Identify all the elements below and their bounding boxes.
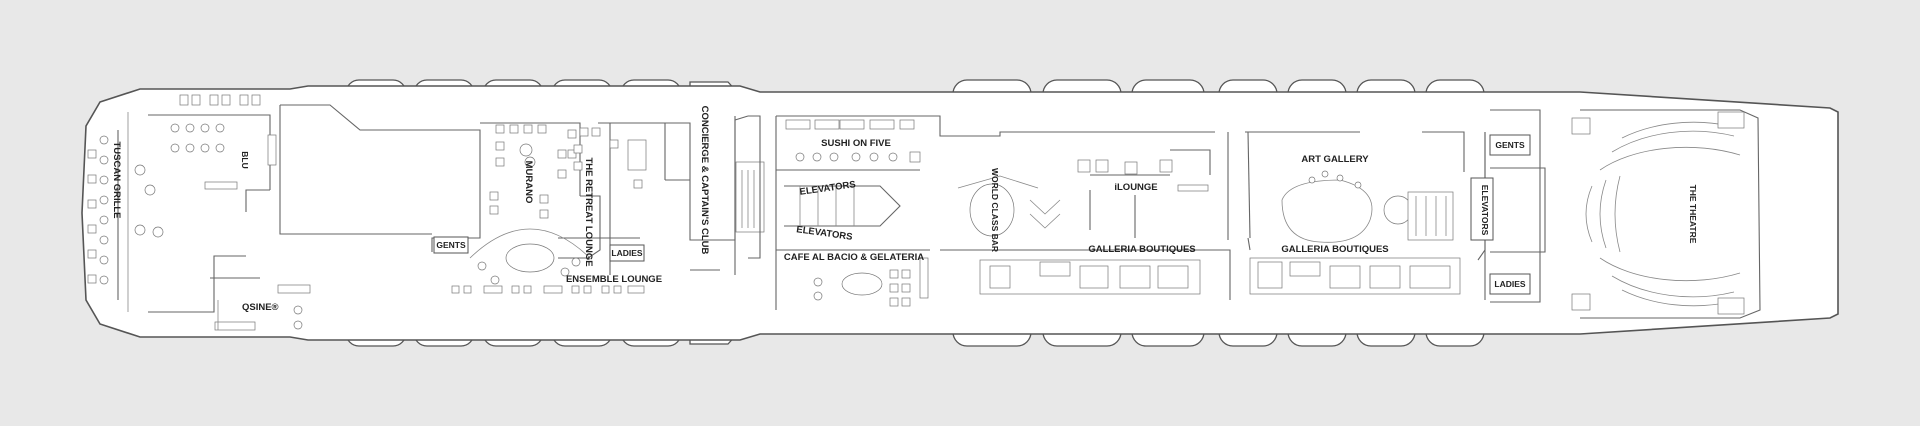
label-ensemble-lounge: ENSEMBLE LOUNGE: [566, 274, 662, 285]
murano-tables: [489, 124, 577, 219]
label-world-class-bar: WORLD CLASS BAR: [990, 168, 1000, 252]
label-gents-aft: GENTS: [1495, 140, 1525, 150]
label-tuscan-grille: TUSCAN GRILLE: [111, 141, 122, 218]
label-elevators-aft: ELEVATORS: [1480, 185, 1490, 236]
galleria-boutiques-fwd: [979, 259, 1201, 295]
world-class-bar-furniture: [957, 175, 1061, 237]
ensemble-lounge-furniture: [451, 228, 645, 294]
ilounge-furniture: [1077, 159, 1209, 192]
label-murano: MURANO: [523, 161, 534, 204]
elevators-midship-block: [784, 185, 901, 227]
room-labels: TUSCAN GRILLE BLU QSINE® MURANO THE RETR…: [111, 106, 1698, 313]
theatre-seating: [1571, 109, 1761, 319]
label-blu: BLU: [240, 151, 250, 168]
label-cafe-al-bacio: CAFE AL BACIO & GELATERIA: [784, 252, 924, 263]
label-gents-forward: GENTS: [436, 240, 466, 250]
label-ladies-forward: LADIES: [611, 248, 643, 258]
label-ilounge: iLOUNGE: [1114, 182, 1157, 193]
galleria-boutiques-aft: [1249, 257, 1461, 295]
tuscan-grille-tables: [87, 94, 277, 285]
label-ladies-aft: LADIES: [1494, 279, 1526, 289]
sushi-on-five-furniture: [785, 119, 921, 163]
label-the-theatre: THE THEATRE: [1688, 185, 1698, 244]
label-galleria-boutiques-2: GALLERIA BOUTIQUES: [1281, 244, 1388, 255]
retreat-lounge-furniture: [573, 127, 647, 189]
label-concierge-captains-club: CONCIERGE & CAPTAIN'S CLUB: [699, 106, 710, 255]
label-qsine: QSINE®: [242, 302, 279, 313]
label-art-gallery: ART GALLERY: [1301, 154, 1369, 165]
label-the-retreat-lounge: THE RETREAT LOUNGE: [583, 157, 594, 266]
label-sushi-on-five: SUSHI ON FIVE: [821, 138, 891, 149]
qsine-tables: [214, 284, 311, 331]
cafe-al-bacio-furniture: [813, 257, 929, 307]
label-galleria-boutiques-1: GALLERIA BOUTIQUES: [1088, 244, 1195, 255]
forward-stair-elevator-block: [734, 115, 777, 310]
midship-walls: [776, 115, 1486, 300]
art-gallery-area: [1281, 170, 1454, 243]
